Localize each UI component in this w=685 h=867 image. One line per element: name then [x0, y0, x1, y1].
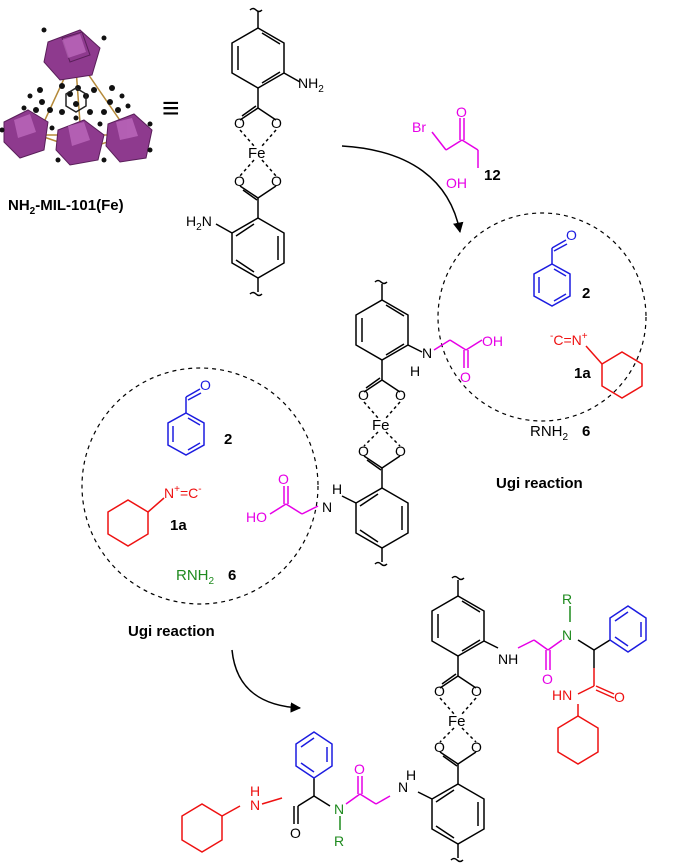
compound-label-1a: 1a — [170, 517, 187, 534]
atom-label-br: Br — [412, 119, 426, 135]
atom-label-o: O — [434, 683, 445, 699]
reaction-arrow-2 — [231, 649, 302, 713]
atom-label-n: N — [422, 345, 432, 361]
bromoacetic-acid-structure — [431, 118, 479, 168]
atom-label-o-aldehyde: O — [566, 227, 577, 243]
mof-name-label: NH2-MIL-101(Fe) — [8, 197, 124, 217]
atom-label-h: H — [332, 481, 342, 497]
compound-label-6: 6 — [228, 567, 236, 584]
atom-label-n: N — [322, 499, 332, 515]
atom-label-o: O — [395, 387, 406, 403]
benzaldehyde-structure-left — [167, 388, 205, 456]
atom-label-o: O — [358, 387, 369, 403]
atom-label-o-amide: O — [354, 761, 365, 777]
amide-left-red — [181, 797, 283, 853]
atom-label-r: R — [562, 591, 572, 607]
atom-label-o-amide: O — [290, 825, 301, 841]
atom-label-o-acid: O — [460, 369, 471, 385]
ugi-reaction-label-right: Ugi reaction — [496, 475, 583, 492]
acetic-arm-middle — [269, 339, 483, 515]
ugi-arm-right-backbone — [577, 639, 611, 668]
atom-label-o-amide: O — [542, 671, 553, 687]
atom-label-o: O — [434, 739, 445, 755]
atom-label-o: O — [271, 115, 282, 131]
atom-label-n-amide: N — [334, 801, 344, 817]
atom-label-r: R — [334, 833, 344, 849]
atom-label-o: O — [395, 443, 406, 459]
atom-label-n-amide: N — [562, 627, 572, 643]
atom-label-fe: Fe — [248, 145, 266, 162]
atom-label-o: O — [358, 443, 369, 459]
ugi-arm-left-magenta — [345, 776, 391, 805]
atom-label-oh: OH — [482, 333, 503, 349]
ugi-circle-left — [81, 367, 319, 605]
atom-label-o-acid: O — [278, 471, 289, 487]
atom-label-o: O — [471, 683, 482, 699]
amide-right-red — [557, 668, 615, 765]
atom-label-o-amide: O — [614, 689, 625, 705]
compound-label-6: 6 — [582, 423, 590, 440]
atom-label-nh: NH — [250, 783, 260, 813]
compound-label-2: 2 — [224, 431, 232, 448]
atom-label-h: H — [410, 363, 420, 379]
atom-label-o: O — [471, 739, 482, 755]
atom-label-h2n-top: H2N — [186, 213, 212, 233]
isocyanide-label-right: -C=N+ — [550, 331, 588, 348]
linker-structure-top — [215, 7, 301, 297]
atom-label-fe: Fe — [448, 713, 466, 730]
reaction-arrow-1 — [341, 145, 464, 234]
equivalence-symbol: ≡ — [162, 92, 180, 125]
ugi-arm-left-backbone — [293, 778, 331, 824]
compound-label-1a: 1a — [574, 365, 591, 382]
amine-label-left: RNH2 — [176, 567, 215, 587]
benzaldehyde-structure-right — [533, 239, 571, 307]
ugi-reaction-label-left: Ugi reaction — [128, 623, 215, 640]
linker-structure-middle — [341, 279, 423, 567]
atom-label-ho: HO — [246, 509, 267, 525]
mof-crystal-image — [0, 27, 153, 166]
compound-label-2: 2 — [582, 285, 590, 302]
atom-label-nh2-top: NH2 — [298, 75, 324, 95]
ugi-arm-right-magenta — [517, 639, 563, 670]
atom-label-fe: Fe — [372, 417, 390, 434]
atom-label-oh: OH — [446, 175, 467, 191]
atom-label-o-aldehyde: O — [200, 377, 211, 393]
isocyanide-label-left: N+=C- — [164, 484, 202, 501]
cyclohexyl-structure-right — [585, 345, 643, 399]
atom-label-nh: NH — [498, 651, 518, 667]
atom-label-hn: HN — [552, 687, 572, 703]
atom-label-o: O — [234, 173, 245, 189]
compound-label-12: 12 — [484, 167, 501, 184]
phenyl-right — [609, 605, 647, 653]
cyclohexyl-structure-left — [107, 497, 165, 547]
amine-label-right: RNH2 — [530, 423, 569, 443]
atom-label-o-acid: O — [456, 104, 467, 120]
ugi-circle-right — [437, 212, 647, 422]
product-linker-structure — [417, 575, 499, 863]
atom-label-o: O — [271, 173, 282, 189]
atom-label-o: O — [234, 115, 245, 131]
phenyl-left — [295, 731, 333, 779]
